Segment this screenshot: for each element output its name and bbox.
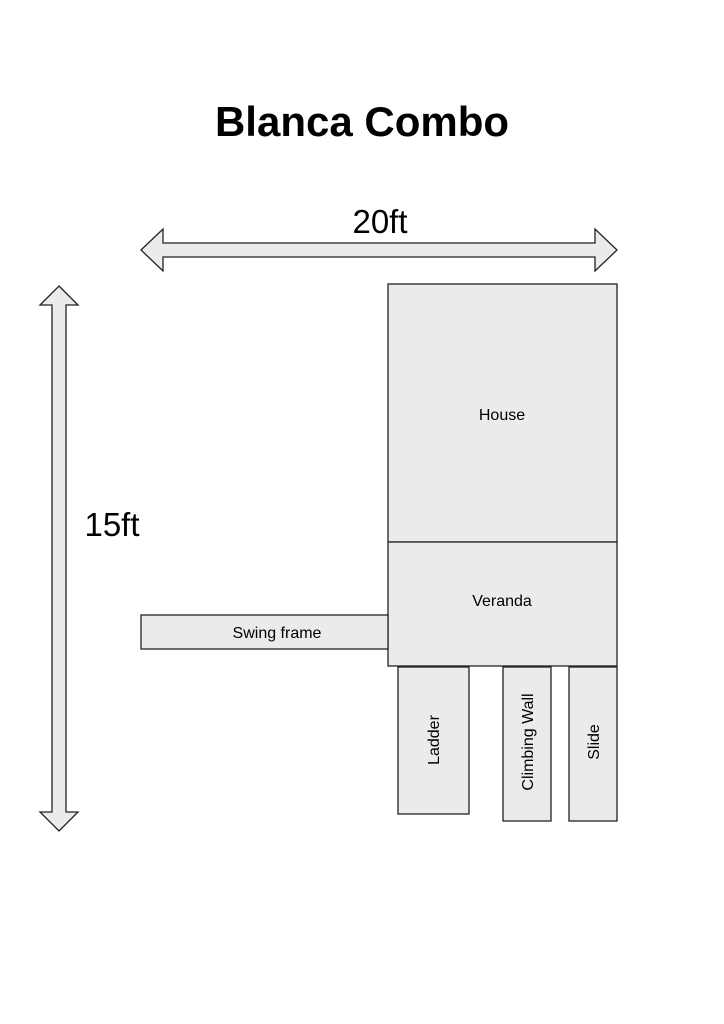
climbing-wall-label: Climbing Wall	[520, 693, 537, 790]
swing-frame-label: Swing frame	[233, 625, 322, 642]
climbing-wall-block	[502, 666, 552, 822]
width-arrow	[140, 227, 618, 273]
house-label: House	[479, 407, 525, 424]
height-arrow	[38, 285, 80, 832]
diagram-title: Blanca Combo	[215, 98, 509, 145]
width-dimension-label: 20ft	[352, 203, 407, 240]
house-block	[387, 283, 618, 543]
slide-label: Slide	[586, 724, 603, 760]
height-dimension-label: 15ft	[84, 506, 139, 543]
ladder-block	[397, 666, 470, 815]
slide-block	[568, 666, 618, 822]
ladder-label: Ladder	[426, 714, 443, 764]
swing-frame-block	[140, 614, 389, 650]
veranda-block	[387, 541, 618, 667]
veranda-label: Veranda	[472, 593, 532, 610]
